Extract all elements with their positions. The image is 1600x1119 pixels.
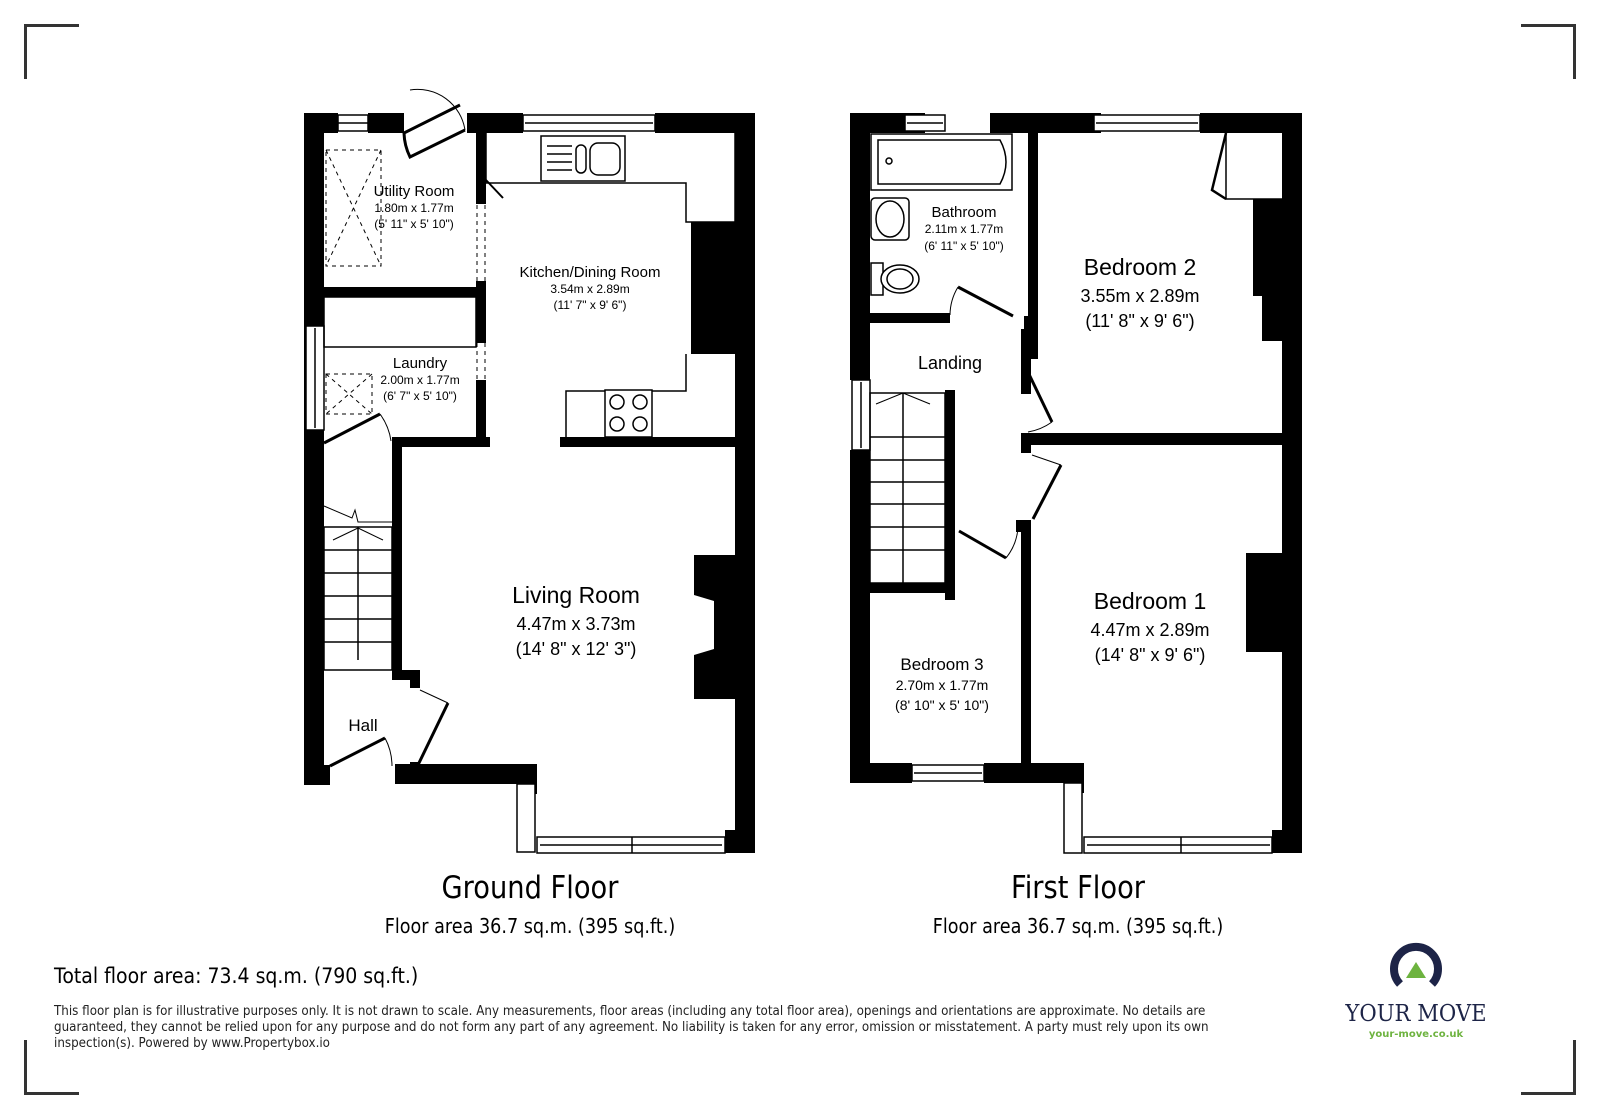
first-floor-area: Floor area 36.7 sq.m. (395 sq.ft.) [932, 914, 1224, 938]
svg-text:(8' 10" x 5' 10"): (8' 10" x 5' 10") [895, 697, 989, 713]
svg-text:(6' 7" x 5' 10"): (6' 7" x 5' 10") [383, 389, 457, 403]
room-name-living: Living Room [512, 582, 640, 608]
ground-floor-area: Floor area 36.7 sq.m. (395 sq.ft.) [384, 914, 676, 938]
room-name-bathroom: Bathroom [931, 204, 996, 221]
svg-text:(14' 8" x 12' 3"): (14' 8" x 12' 3") [516, 639, 637, 659]
svg-text:3.54m x 2.89m: 3.54m x 2.89m [550, 282, 629, 296]
logo-arch-icon [1390, 942, 1442, 987]
svg-text:(11' 7" x 9' 6"): (11' 7" x 9' 6") [554, 298, 627, 312]
total-floor-area: Total floor area: 73.4 sq.m. (790 sq.ft.… [54, 964, 419, 988]
window [1063, 782, 1083, 854]
room-name-landing: Landing [918, 353, 982, 373]
disclaimer-text: This floor plan is for illustrative purp… [54, 1004, 1209, 1051]
corner-mark-top-right [1521, 24, 1576, 79]
ground-floor-dashed [325, 149, 486, 437]
first-floor-fixtures [851, 114, 1282, 854]
svg-text:3.55m x 2.89m: 3.55m x 2.89m [1080, 286, 1199, 306]
window [516, 783, 536, 853]
staircase-icon [323, 526, 393, 671]
corner-mark-top-left [24, 24, 79, 79]
svg-text:2.00m x 1.77m: 2.00m x 1.77m [380, 373, 459, 387]
door [403, 103, 461, 135]
room-name-kitchen: Kitchen/Dining Room [520, 264, 661, 281]
ground-floor-title: Ground Floor [441, 870, 619, 906]
svg-text:4.47m x 2.89m: 4.47m x 2.89m [1090, 620, 1209, 640]
svg-text:(11' 8" x 9' 6"): (11' 8" x 9' 6") [1085, 311, 1194, 331]
svg-text:1.80m x 1.77m: 1.80m x 1.77m [374, 201, 453, 215]
first-floor-plan [850, 113, 1302, 853]
svg-text:(6' 11" x 5' 10"): (6' 11" x 5' 10") [924, 239, 1004, 253]
ground-floor-plan [304, 113, 755, 853]
logo-brand-text: YOUR MOVE [1345, 1001, 1487, 1027]
logo-url-text: your-move.co.uk [1368, 1029, 1464, 1040]
room-name-hall: Hall [348, 716, 377, 735]
corner-mark-bottom-right [1521, 1040, 1576, 1095]
wall [304, 113, 324, 780]
staircase-icon [869, 392, 946, 584]
svg-text:(5' 11" x 5' 10"): (5' 11" x 5' 10") [374, 217, 454, 231]
room-name-laundry: Laundry [393, 355, 448, 372]
svg-text:2.11m x 1.77m: 2.11m x 1.77m [925, 222, 1003, 236]
your-move-logo: YOUR MOVE your-move.co.uk [1336, 934, 1496, 1040]
first-floor-title: First Floor [1011, 870, 1145, 906]
room-name-utility: Utility Room [374, 183, 455, 200]
room-name-bedroom-2: Bedroom 2 [1084, 254, 1197, 280]
room-labels: Utility Room 1.80m x 1.77m (5' 11" x 5' … [348, 183, 1209, 735]
svg-text:4.47m x 3.73m: 4.47m x 3.73m [516, 614, 635, 634]
corner-mark-bottom-left [24, 1040, 79, 1095]
ground-floor-fixtures [305, 88, 736, 854]
svg-text:(14' 8" x 9' 6"): (14' 8" x 9' 6") [1095, 645, 1206, 665]
room-name-bedroom-3: Bedroom 3 [900, 655, 983, 674]
svg-text:2.70m x 1.77m: 2.70m x 1.77m [896, 677, 989, 693]
room-name-bedroom-1: Bedroom 1 [1094, 588, 1207, 614]
